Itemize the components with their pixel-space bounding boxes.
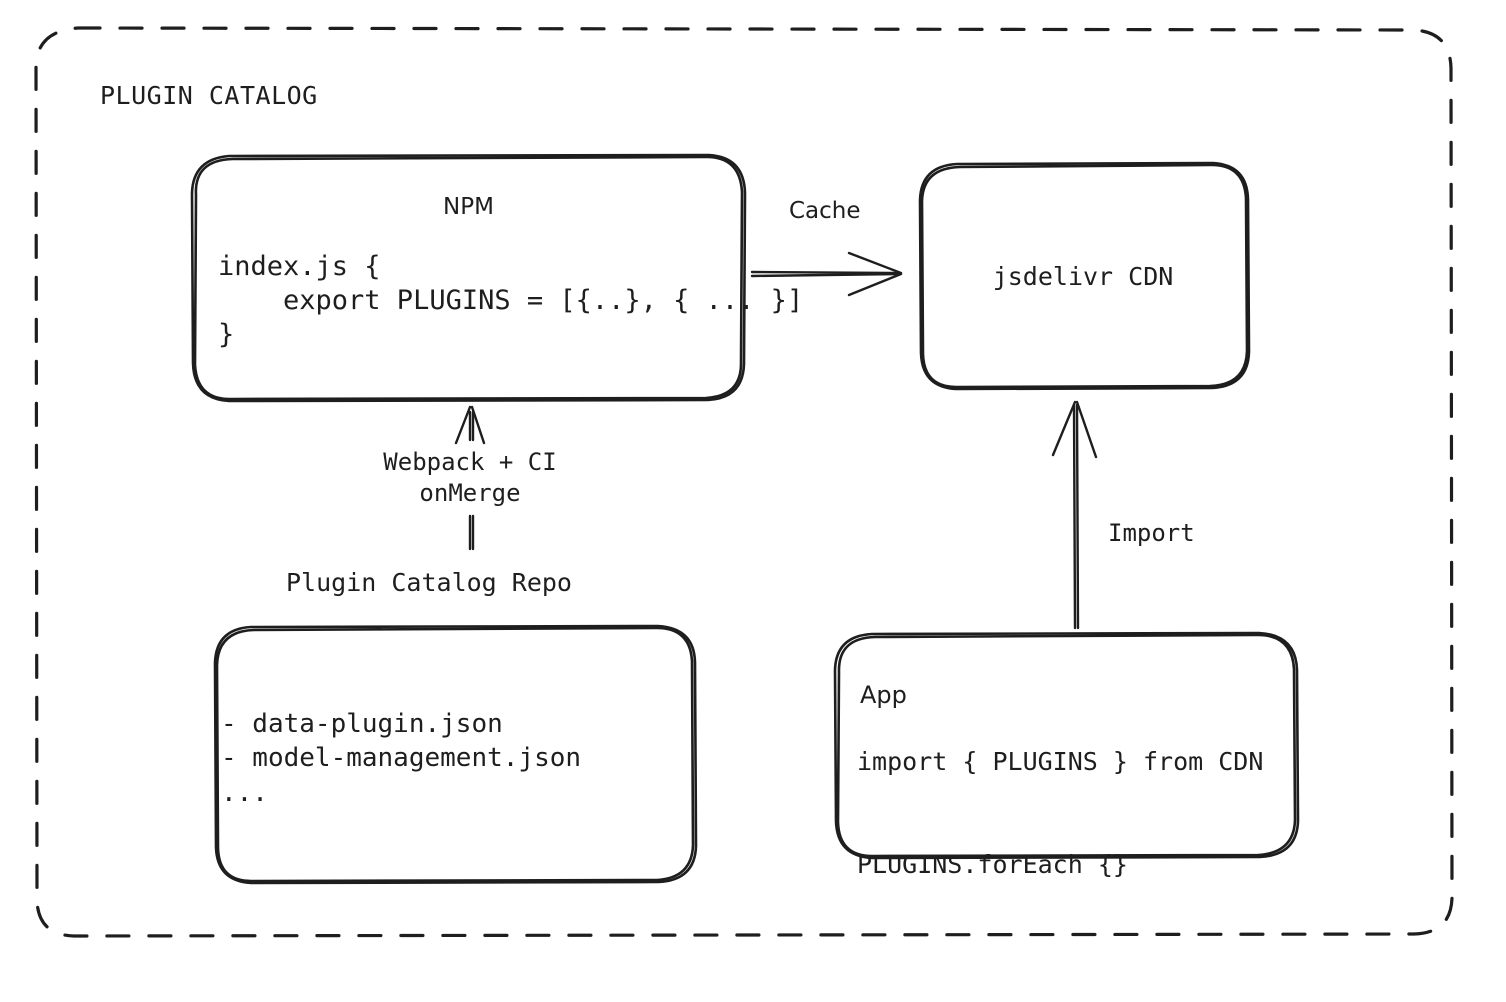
arrow-npm-to-cdn bbox=[750, 251, 903, 297]
npm-node-code: index.js { export PLUGINS = [{..}, { ...… bbox=[218, 251, 804, 350]
catalog-container-border bbox=[34, 26, 1454, 938]
app-node-title: App bbox=[860, 681, 907, 709]
repo-box-outline bbox=[213, 624, 698, 885]
cdn-box-outline bbox=[918, 161, 1251, 391]
edge-label-cache: Cache bbox=[789, 198, 861, 224]
app-node-code: import { PLUGINS } from CDN PLUGINS.forE… bbox=[857, 747, 1264, 879]
repo-node-caption: Plugin Catalog Repo bbox=[286, 568, 572, 597]
edge-label-webpack-ci: Webpack + CI onMerge bbox=[383, 448, 557, 508]
npm-box-outline bbox=[190, 153, 747, 403]
arrow-repo-to-npm bbox=[454, 405, 486, 551]
edge-label-import: Import bbox=[1108, 519, 1195, 547]
cdn-node-title: jsdelivr CDN bbox=[992, 262, 1174, 291]
npm-node-title: NPM bbox=[443, 194, 494, 220]
repo-node-files: - data-plugin.json - model-management.js… bbox=[221, 709, 582, 808]
catalog-title: PLUGIN CATALOG bbox=[100, 81, 318, 110]
app-box-outline bbox=[833, 631, 1300, 860]
arrow-app-to-cdn bbox=[1051, 400, 1098, 630]
